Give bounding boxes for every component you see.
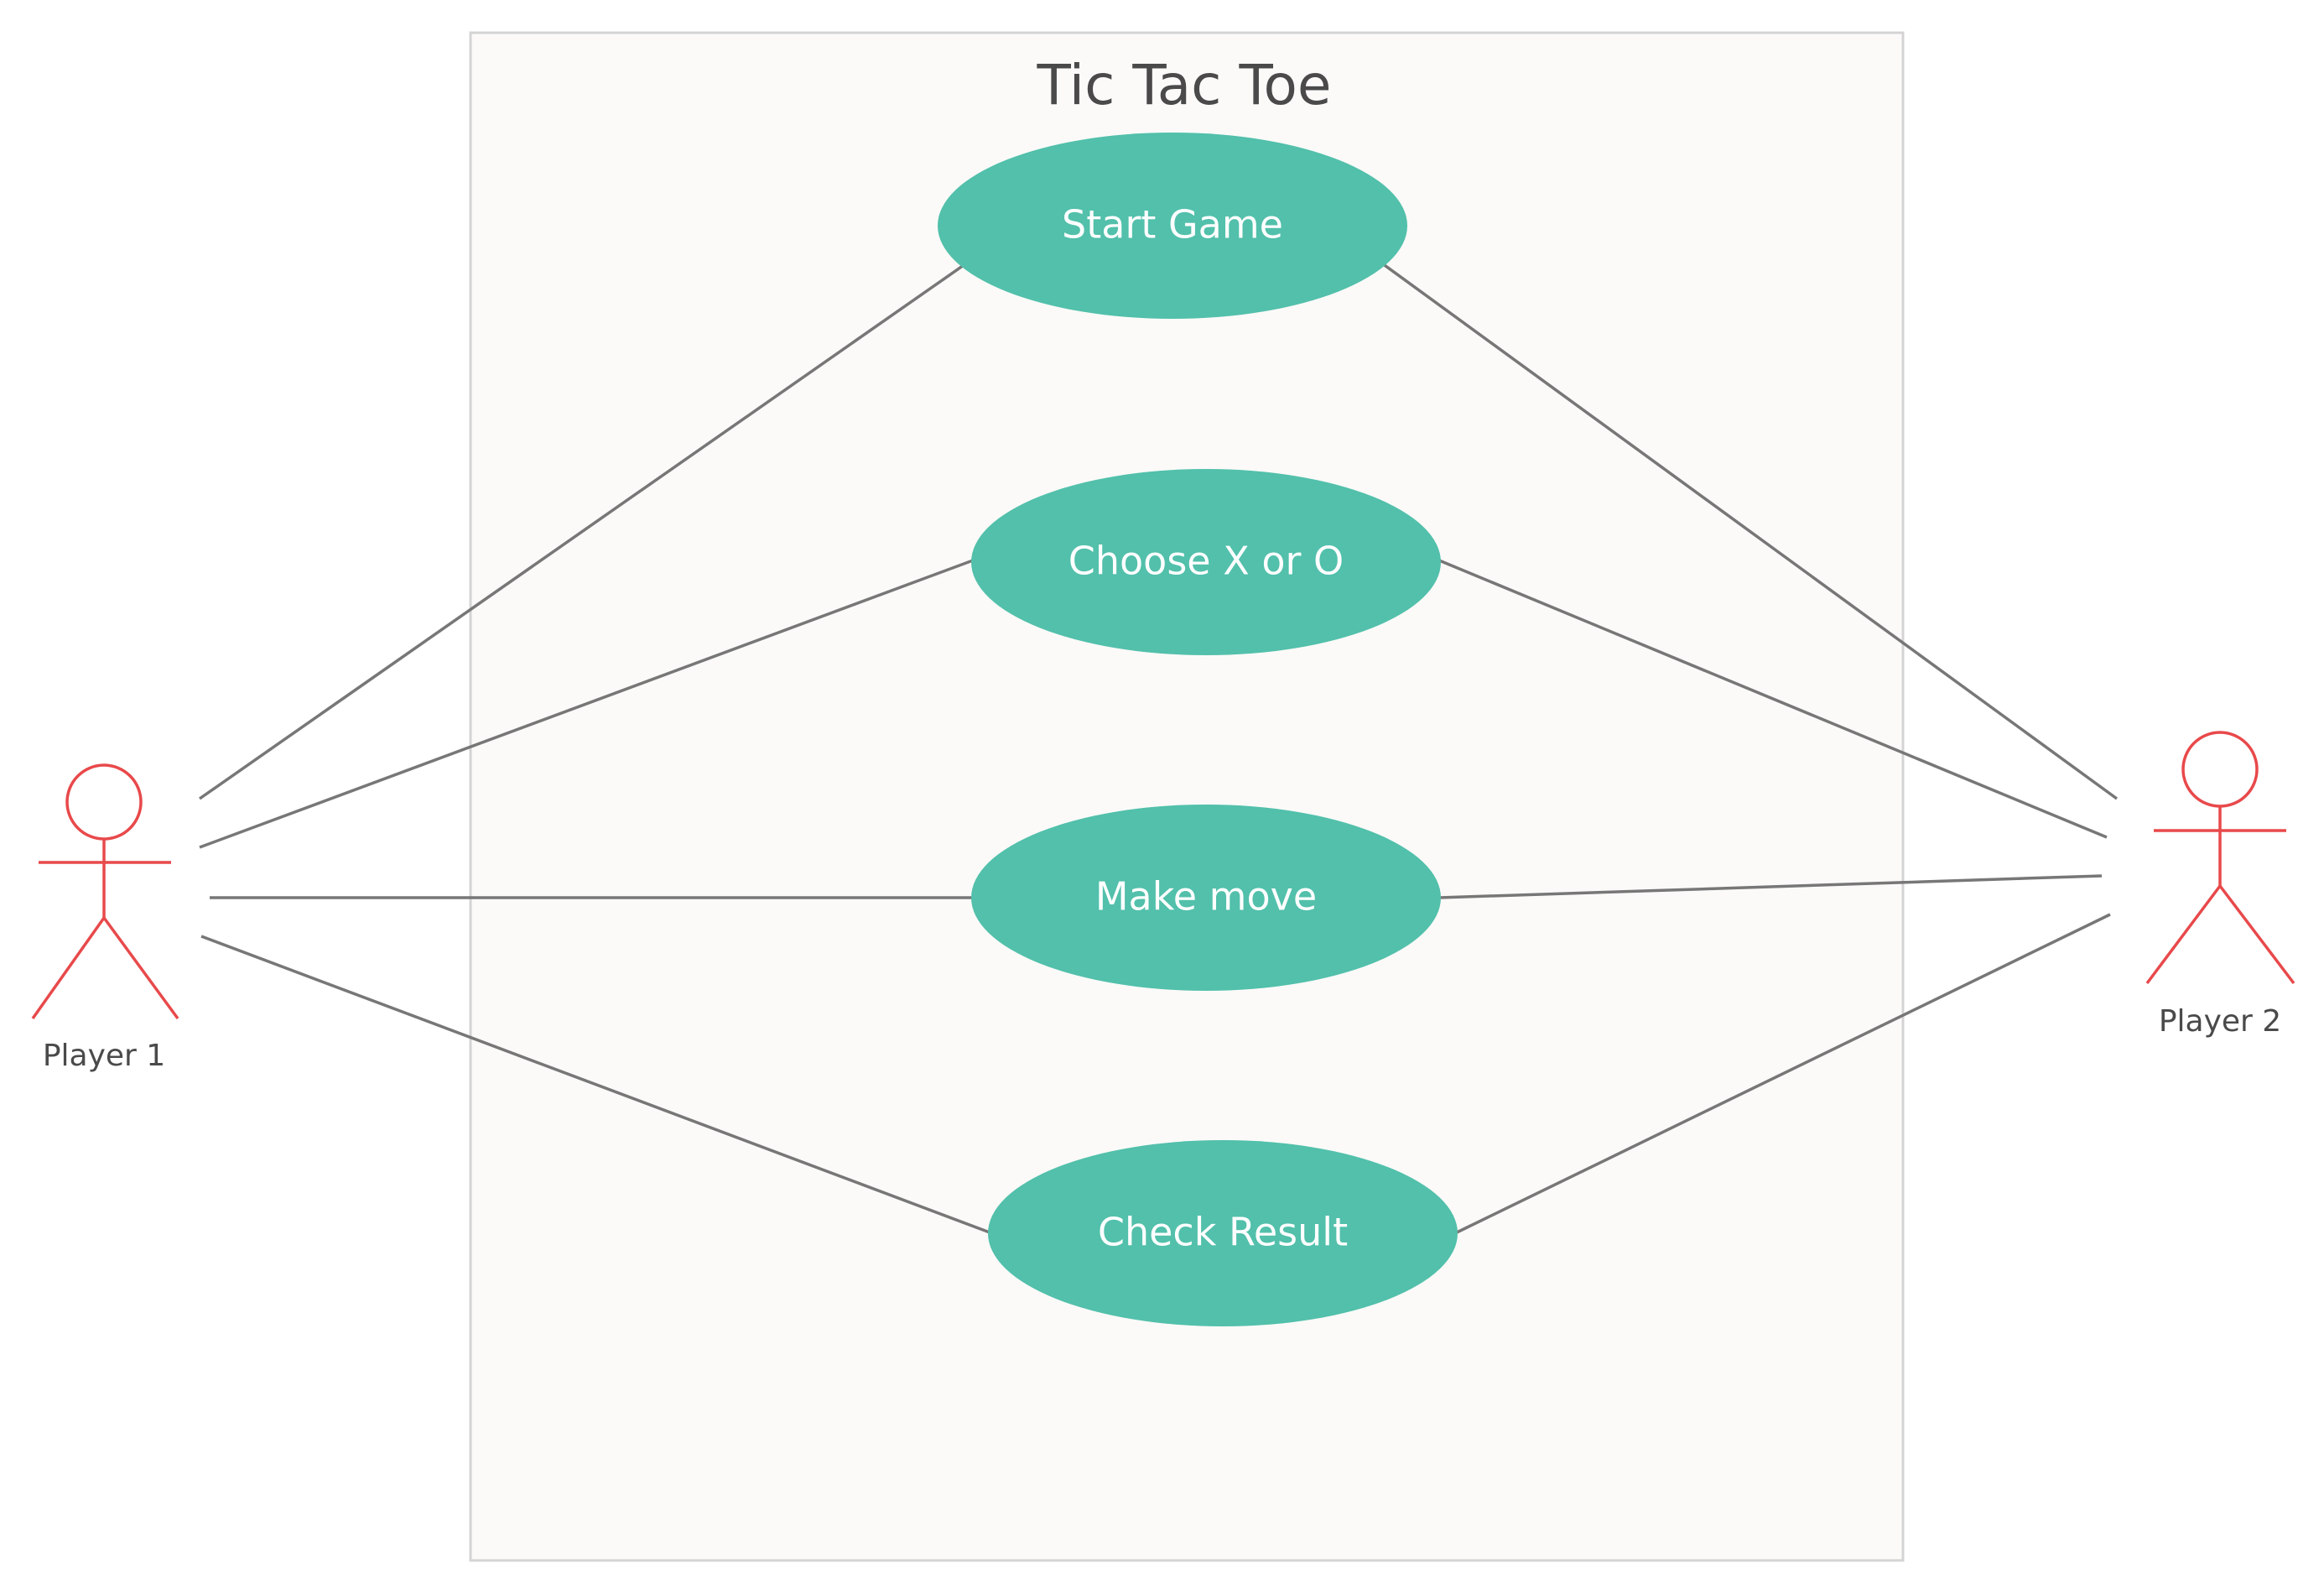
use-case-start-game[interactable]: Start Game — [938, 133, 1407, 319]
association-player-2-choose-x-or-o — [1438, 559, 2108, 839]
use-case-label: Check Result — [1098, 1210, 1348, 1255]
stick-figure-icon — [2145, 731, 2295, 985]
association-player-2-start-game — [1380, 262, 2119, 800]
actor-player-2[interactable]: Player 2 — [2145, 731, 2295, 1039]
use-case-shape — [988, 1140, 1458, 1326]
use-case-label: Start Game — [1062, 202, 1283, 247]
association-player-1-check-result — [200, 935, 990, 1234]
association-player-2-check-result — [1456, 913, 2111, 1234]
use-case-shape — [971, 805, 1441, 991]
associations-player-2 — [1380, 262, 2119, 1234]
associations-player-1 — [198, 262, 990, 1234]
use-case-label: Choose X or O — [1068, 539, 1344, 584]
use-case-choose-x-or-o[interactable]: Choose X or O — [971, 469, 1441, 655]
stick-figure-icon — [31, 763, 179, 1020]
association-player-1-choose-x-or-o — [199, 559, 974, 849]
use-case-make-move[interactable]: Make move — [971, 805, 1441, 991]
actor-player-1[interactable]: Player 1 — [31, 763, 179, 1073]
use-case-check-result[interactable]: Check Result — [988, 1140, 1458, 1326]
system-title: Tic Tac Toe — [1036, 53, 1331, 117]
actor-label: Player 1 — [43, 1039, 165, 1073]
use-case-shape — [938, 133, 1407, 319]
association-player-2-make-move — [1438, 874, 2103, 899]
actor-label: Player 2 — [2159, 1004, 2281, 1039]
use-case-shape — [971, 469, 1441, 655]
use-case-label: Make move — [1095, 874, 1317, 919]
association-player-1-start-game — [198, 262, 968, 800]
